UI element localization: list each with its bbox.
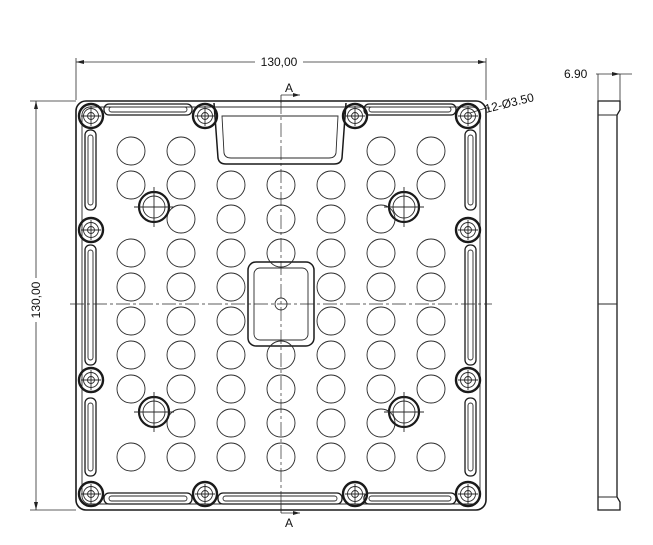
recess-hole: [316, 408, 346, 438]
section-marker-top: A: [280, 81, 300, 103]
locating-boss: [384, 392, 424, 432]
recess-hole: [366, 340, 396, 370]
recess-hole: [316, 442, 346, 472]
recess-hole: [366, 272, 396, 302]
height-dimension-label: 130,00: [29, 281, 43, 318]
recess-hole: [416, 374, 446, 404]
locating-boss: [134, 187, 174, 227]
recess-hole: [116, 170, 146, 200]
mounting-hole: [191, 480, 219, 508]
locating-boss: [134, 392, 174, 432]
recess-hole: [366, 374, 396, 404]
recess-hole: [216, 408, 246, 438]
recess-hole: [166, 272, 196, 302]
recess-hole: [316, 204, 346, 234]
recess-hole: [216, 442, 246, 472]
recess-hole: [416, 442, 446, 472]
section-label-top: A: [285, 81, 293, 95]
recess-hole: [216, 204, 246, 234]
width-dimension: 130,00: [75, 55, 487, 100]
recess-hole: [216, 306, 246, 336]
recess-hole: [166, 374, 196, 404]
mounting-hole: [454, 216, 482, 244]
recess-hole: [316, 170, 346, 200]
section-marker-bottom: A: [280, 505, 300, 530]
recess-hole: [116, 374, 146, 404]
mounting-hole: [77, 216, 105, 244]
width-dimension-label: 130,00: [261, 55, 298, 69]
locating-boss: [384, 187, 424, 227]
recess-hole: [366, 442, 396, 472]
mounting-hole: [454, 480, 482, 508]
recess-hole: [116, 238, 146, 268]
recess-hole: [366, 170, 396, 200]
mounting-hole: [341, 102, 369, 130]
mounting-hole: [454, 366, 482, 394]
mounting-hole: [77, 480, 105, 508]
recess-hole: [216, 238, 246, 268]
side-view: 6.90: [564, 67, 632, 511]
recess-hole: [366, 408, 396, 438]
recess-hole: [316, 306, 346, 336]
recess-hole: [166, 340, 196, 370]
recess-hole: [216, 170, 246, 200]
recess-hole: [116, 272, 146, 302]
recess-hole: [166, 204, 196, 234]
recess-hole: [366, 306, 396, 336]
recess-hole: [366, 204, 396, 234]
mounting-hole: [191, 102, 219, 130]
mounting-hole: [77, 366, 105, 394]
recess-hole: [316, 272, 346, 302]
recess-hole: [116, 442, 146, 472]
recess-hole: [366, 238, 396, 268]
recess-hole: [166, 306, 196, 336]
recess-hole: [416, 136, 446, 166]
locating-bosses: [134, 187, 424, 432]
recess-hole: [216, 374, 246, 404]
recess-hole: [316, 238, 346, 268]
height-dimension: 130,00: [29, 100, 76, 511]
recess-hole: [416, 272, 446, 302]
recess-hole: [416, 306, 446, 336]
recess-hole: [166, 442, 196, 472]
recess-hole: [216, 340, 246, 370]
mounting-holes: [77, 102, 482, 508]
section-label-bottom: A: [285, 516, 293, 530]
recess-hole: [416, 340, 446, 370]
thickness-label: 6.90: [564, 67, 588, 81]
mounting-hole: [341, 480, 369, 508]
recess-hole: [116, 306, 146, 336]
recess-hole: [366, 136, 396, 166]
mounting-hole: [454, 102, 482, 130]
recess-hole: [166, 170, 196, 200]
recess-hole: [416, 238, 446, 268]
recess-hole: [166, 238, 196, 268]
recess-hole: [316, 340, 346, 370]
recess-hole: [416, 170, 446, 200]
recess-hole: [116, 340, 146, 370]
recess-hole: [116, 136, 146, 166]
recess-hole: [216, 272, 246, 302]
hole-callout-label: 12-Ø3.50: [483, 90, 535, 116]
mounting-hole: [77, 102, 105, 130]
recess-hole: [166, 408, 196, 438]
recess-hole: [166, 136, 196, 166]
recess-hole: [316, 374, 346, 404]
